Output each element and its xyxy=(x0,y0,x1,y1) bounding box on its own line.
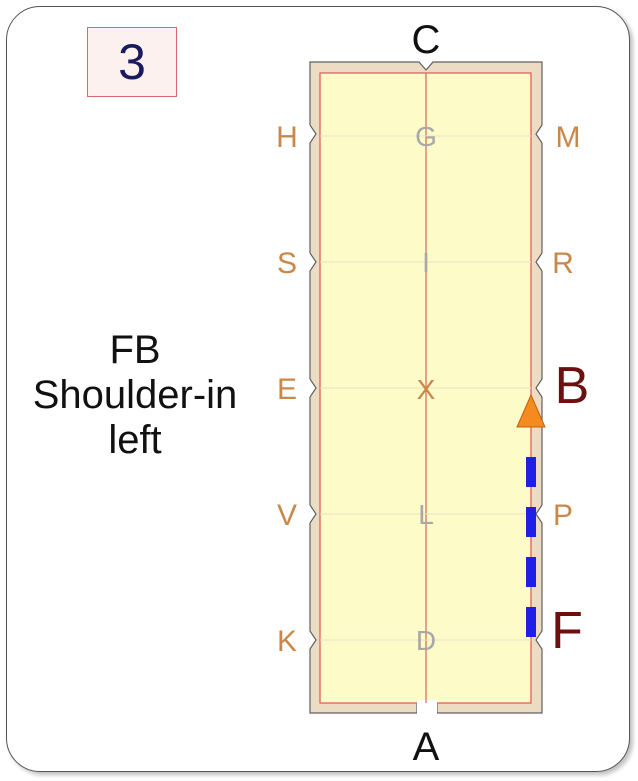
letter-right-1: M xyxy=(556,121,581,154)
card-number-box: 3 xyxy=(87,27,177,97)
letter-bottom: A xyxy=(413,725,440,769)
letter-right-2: R xyxy=(552,247,574,280)
letter-right-4: P xyxy=(553,499,573,532)
center-letter-4: L xyxy=(418,499,434,530)
letter-left-2: S xyxy=(277,247,297,280)
arena-entrance xyxy=(417,700,437,714)
exercise-title-line3: left xyxy=(108,418,162,462)
exercise-title-line1: FB xyxy=(109,328,161,372)
exercise-title-line2: Shoulder-in xyxy=(32,373,238,417)
guide-lines xyxy=(320,135,531,641)
center-letter-5: D xyxy=(416,625,436,656)
exercise-title: FB Shoulder-in left xyxy=(10,328,260,463)
center-letter-3: X xyxy=(417,374,436,405)
letter-right-5-highlight: F xyxy=(551,602,583,660)
direction-arrow xyxy=(516,393,546,428)
letter-left-5: K xyxy=(277,625,297,658)
center-letter-2: I xyxy=(422,247,430,278)
letter-right-3-highlight: B xyxy=(555,357,590,415)
letter-left-3: E xyxy=(277,373,297,406)
card-number: 3 xyxy=(118,34,146,90)
letter-left-4: V xyxy=(277,499,297,532)
letter-left-1: H xyxy=(276,121,298,154)
letter-top: C xyxy=(412,18,441,62)
center-letter-1: G xyxy=(415,121,437,152)
